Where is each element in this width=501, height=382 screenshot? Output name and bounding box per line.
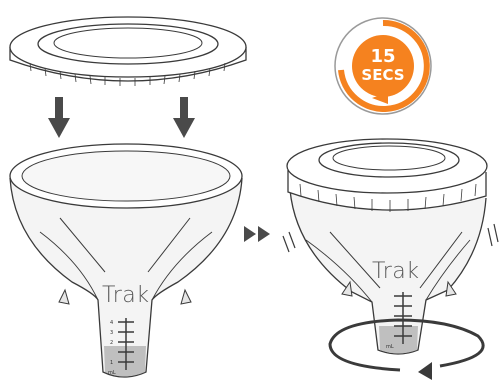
timer-unit: SECS: [361, 66, 404, 84]
brand-label-closed: Trak: [372, 259, 419, 284]
down-arrow-icon: [48, 97, 70, 138]
timer-value: 15: [370, 46, 395, 67]
scale-unit-label-closed: mL: [386, 344, 394, 350]
lid-top: [10, 17, 246, 86]
down-arrow-icon: [173, 97, 195, 138]
scale-mark-1: 1: [110, 360, 113, 366]
scale-mark-4: 4: [110, 320, 113, 326]
scale-mark-3: 3: [110, 330, 113, 336]
scale-unit-label: mL: [108, 370, 116, 376]
fast-forward-icon: [244, 226, 270, 242]
collection-cup-open: [10, 144, 242, 377]
scale-mark-2: 2: [110, 340, 113, 346]
brand-label: Trak: [102, 283, 149, 308]
